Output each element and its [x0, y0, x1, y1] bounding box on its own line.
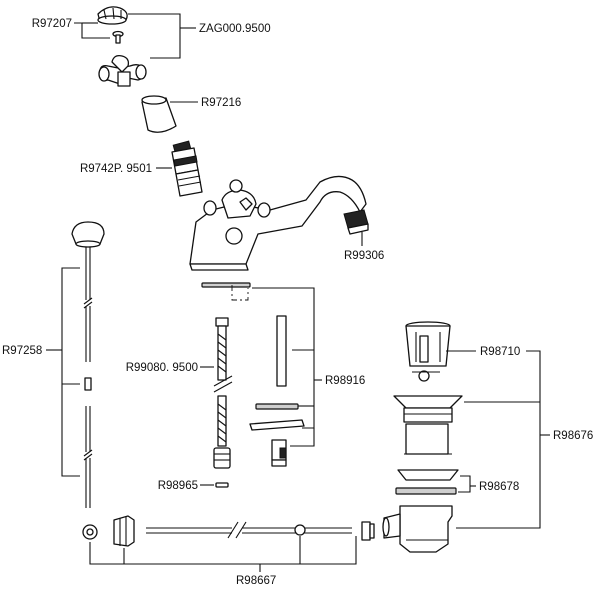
- drain-body: [393, 395, 463, 455]
- leader-lines: [46, 13, 550, 572]
- popup-rod: [83, 247, 93, 508]
- threaded-stud: [276, 315, 287, 387]
- label-drain-plug: R98710: [480, 346, 520, 358]
- washer: [215, 482, 229, 488]
- screw: [112, 30, 124, 44]
- label-aerator: R99306: [344, 250, 384, 262]
- pivot-ball: [82, 524, 98, 540]
- cartridge: [171, 140, 203, 197]
- label-shroud: R97216: [201, 97, 241, 109]
- drain-tailpiece: [382, 505, 453, 553]
- label-flex-hose: R99080. 9500: [126, 362, 198, 374]
- pivot-stopper: [361, 521, 375, 541]
- drain-plug: [405, 321, 451, 382]
- label-cartridge: R9742P. 9501: [80, 163, 152, 175]
- drain-gaskets: [395, 469, 459, 495]
- label-mounting-kit: R98916: [325, 375, 365, 387]
- nut: [271, 439, 287, 467]
- handle-cap: [97, 6, 128, 25]
- pivot-rod: [146, 521, 352, 539]
- shroud: [141, 95, 177, 133]
- label-pivot-assembly: R98667: [236, 575, 276, 587]
- pivot-nut: [113, 515, 135, 547]
- aerator: [343, 209, 369, 235]
- flex-hose: [213, 317, 233, 469]
- mounting-washers: [249, 403, 305, 431]
- label-drain-body: R98676: [553, 430, 593, 442]
- popup-knob: [71, 221, 105, 248]
- gasket-top: [201, 282, 251, 288]
- label-handle-assembly: ZAG000.9500: [199, 23, 271, 35]
- label-popup-rod: R97258: [2, 345, 42, 357]
- label-washer: R98965: [158, 480, 198, 492]
- faucet-body: [189, 175, 367, 271]
- label-gaskets: R98678: [479, 481, 519, 493]
- label-cap-screw: R97207: [32, 18, 72, 30]
- cross-handle: [98, 54, 147, 87]
